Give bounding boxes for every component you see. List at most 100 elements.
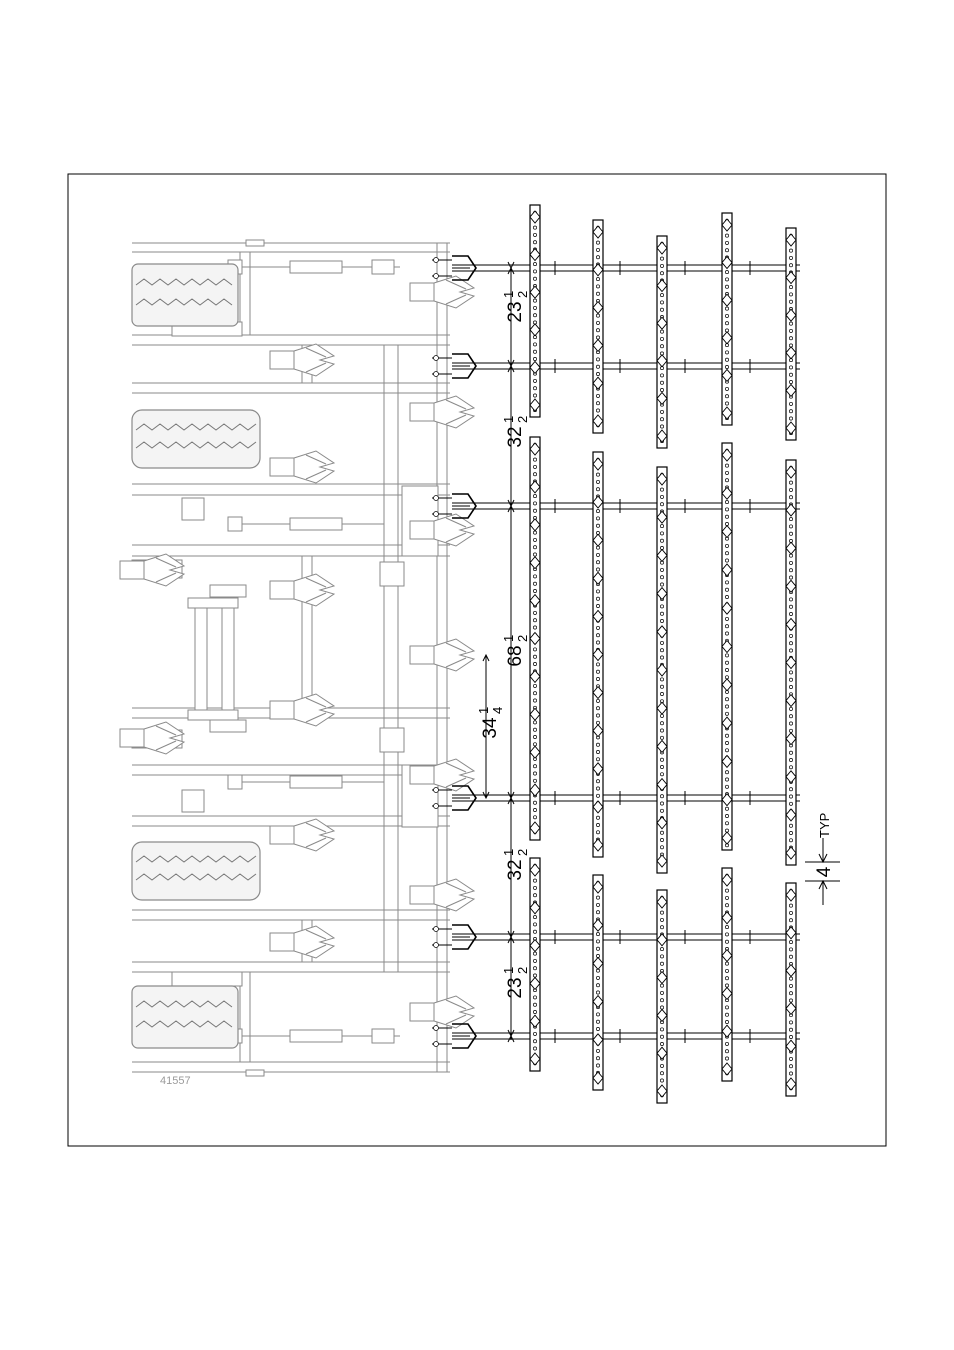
tine-hole xyxy=(789,496,792,499)
tine-hole xyxy=(596,553,599,556)
sweep-shovel xyxy=(410,639,474,671)
tine-hole xyxy=(660,1072,663,1075)
tine-hole xyxy=(533,886,536,889)
tine-hole xyxy=(533,765,536,768)
tine-hole xyxy=(660,388,663,391)
tine-hole xyxy=(596,409,599,412)
tine-hole xyxy=(533,611,536,614)
tine-hole xyxy=(660,846,663,849)
tine-hole xyxy=(660,656,663,659)
tine-hole xyxy=(725,778,728,781)
tine-hole xyxy=(596,940,599,943)
tine-hole xyxy=(789,751,792,754)
tine-hole xyxy=(533,589,536,592)
tine-hole xyxy=(725,271,728,274)
tine-hole xyxy=(533,619,536,622)
tine-hole xyxy=(596,780,599,783)
hydraulic-cylinder-4 xyxy=(228,1029,400,1043)
svg-text:23: 23 xyxy=(505,977,526,998)
tine-hole xyxy=(660,583,663,586)
tine-hole xyxy=(660,962,663,965)
spike-harrow-attachment xyxy=(432,205,800,1103)
tine-bar xyxy=(657,236,667,448)
tine-hole xyxy=(789,481,792,484)
tine-hole xyxy=(725,617,728,620)
tine-hole xyxy=(789,1035,792,1038)
tine-hole xyxy=(725,1013,728,1016)
tine-hole xyxy=(789,955,792,958)
tine-hole xyxy=(789,561,792,564)
tine-hole xyxy=(596,714,599,717)
tine-hole xyxy=(596,903,599,906)
tine-hole xyxy=(789,337,792,340)
tine-hole xyxy=(789,678,792,681)
tine-hole xyxy=(533,306,536,309)
tine-hole xyxy=(725,588,728,591)
clamp-nut xyxy=(434,356,439,361)
tine-hole xyxy=(596,480,599,483)
tine-hole xyxy=(660,1079,663,1082)
tine-hole xyxy=(596,292,599,295)
tine-hole xyxy=(660,685,663,688)
tine-hole xyxy=(533,314,536,317)
tine-hole xyxy=(660,831,663,834)
tine-hole xyxy=(789,977,792,980)
tine-hole xyxy=(789,293,792,296)
svg-text:2: 2 xyxy=(515,849,530,856)
tine-bar xyxy=(786,460,796,865)
tine-hole xyxy=(725,749,728,752)
clamp-nut xyxy=(434,274,439,279)
tine-hole xyxy=(533,1010,536,1013)
tine-hole xyxy=(789,992,792,995)
tine-hole xyxy=(725,933,728,936)
tine-hole xyxy=(533,662,536,665)
tine-hole xyxy=(789,249,792,252)
tine-hole xyxy=(789,417,792,420)
tine-hole xyxy=(725,581,728,584)
tine-hole xyxy=(789,722,792,725)
svg-text:1: 1 xyxy=(501,849,516,856)
tine-hole xyxy=(660,678,663,681)
svg-text:32: 32 xyxy=(505,859,526,880)
tine-hole xyxy=(725,785,728,788)
tine-hole xyxy=(789,948,792,951)
tine-hole xyxy=(725,464,728,467)
tine-hole xyxy=(725,387,728,390)
tine-hole xyxy=(789,984,792,987)
tine-hole xyxy=(725,734,728,737)
tine-hole xyxy=(596,634,599,637)
tine-hole xyxy=(660,649,663,652)
tine-hole xyxy=(533,502,536,505)
tine-hole xyxy=(596,896,599,899)
tine-hole xyxy=(533,699,536,702)
tine-hole xyxy=(725,1050,728,1053)
tine-bar-body xyxy=(593,220,603,433)
tine-hole xyxy=(596,670,599,673)
svg-text:1: 1 xyxy=(476,707,491,714)
tine-hole xyxy=(533,379,536,382)
tine-hole xyxy=(596,743,599,746)
tine-hole xyxy=(789,999,792,1002)
dimension-label-4: 34 1 4 xyxy=(476,707,505,739)
tine-bar-body xyxy=(530,858,540,1071)
tine-hole xyxy=(533,357,536,360)
tine-hole xyxy=(789,671,792,674)
tine-hole xyxy=(660,911,663,914)
tine-hole xyxy=(533,967,536,970)
tine-bar xyxy=(722,213,732,425)
tine-hole xyxy=(533,387,536,390)
tine-hole xyxy=(660,955,663,958)
tine-hole xyxy=(596,517,599,520)
tine-hole xyxy=(533,553,536,556)
tine-hole xyxy=(596,402,599,405)
tine-hole xyxy=(596,568,599,571)
svg-text:1: 1 xyxy=(501,291,516,298)
tine-hole xyxy=(789,685,792,688)
tine-hole xyxy=(533,879,536,882)
sweep-shovel xyxy=(410,879,474,911)
tine-hole xyxy=(660,758,663,761)
tine-hole xyxy=(789,824,792,827)
tine-hole xyxy=(533,735,536,738)
tine-hole xyxy=(596,365,599,368)
svg-text:4: 4 xyxy=(490,707,505,714)
